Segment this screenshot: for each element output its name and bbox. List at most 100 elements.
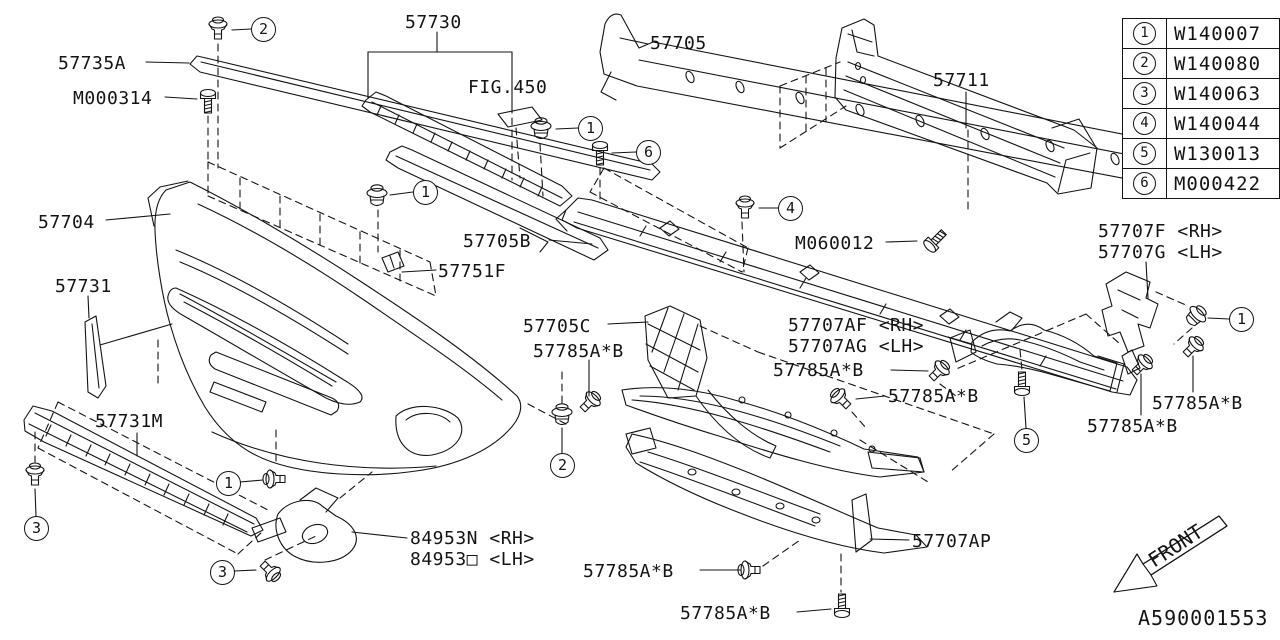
part-label-57731: 57731 bbox=[55, 276, 112, 297]
clip-icon bbox=[255, 556, 286, 587]
part-57707ap-under-cover bbox=[621, 325, 995, 593]
part-84953-fog-cover bbox=[251, 403, 567, 563]
part-57711-beam bbox=[779, 18, 1098, 215]
part-label-line: 57705 bbox=[650, 33, 707, 54]
clip-icon bbox=[208, 16, 228, 40]
legend-num-cell: 3 bbox=[1122, 78, 1167, 109]
legend-row-1: 1 W140007 bbox=[1122, 18, 1280, 49]
part-label-line: 57730 bbox=[405, 12, 462, 33]
callout-1-5: 1 bbox=[1229, 307, 1254, 332]
leader-line bbox=[619, 37, 649, 45]
part-label-line: M060012 bbox=[795, 233, 875, 254]
part-label-line: 57731M bbox=[95, 411, 164, 432]
part-label-line: 57707G <LH> bbox=[1098, 242, 1223, 263]
callout-1-7: 1 bbox=[216, 471, 241, 496]
legend-callout-number: 1 bbox=[1132, 22, 1156, 45]
part-57730-assembly bbox=[361, 31, 609, 273]
part-label-line: 57707AF <RH> bbox=[788, 315, 925, 336]
leader-line bbox=[890, 369, 929, 372]
part-label-57785AB: 57785A*B bbox=[1152, 393, 1243, 414]
part-label-line: 57704 bbox=[38, 212, 95, 233]
leader-and-fastener-layer bbox=[25, 16, 1230, 619]
clip-icon bbox=[262, 469, 286, 489]
screw-icon bbox=[1013, 371, 1031, 397]
screw-icon bbox=[833, 593, 851, 619]
part-label-57785AB: 57785A*B bbox=[773, 360, 864, 381]
leader-line bbox=[1145, 261, 1149, 299]
part-label-57731M: 57731M bbox=[95, 411, 163, 432]
part-label-57711: 57711 bbox=[933, 70, 990, 91]
leader-line bbox=[34, 488, 37, 517]
leader-line bbox=[855, 395, 886, 400]
leader-line bbox=[885, 240, 918, 243]
leader-line bbox=[1023, 396, 1027, 429]
legend-callout-number: 6 bbox=[1132, 172, 1156, 195]
legend-callout-number: 5 bbox=[1132, 142, 1156, 165]
callout-4-4: 4 bbox=[778, 196, 803, 221]
part-label-line: 57785A*B bbox=[583, 561, 674, 582]
front-arrow-label: FRONT bbox=[1144, 519, 1208, 572]
screw-icon bbox=[199, 88, 217, 114]
leader-line bbox=[548, 239, 593, 245]
part-57704-bumper-face bbox=[147, 180, 522, 476]
callout-3-9: 3 bbox=[210, 560, 235, 585]
legend-num-cell: 4 bbox=[1122, 108, 1167, 139]
part-57707af-bracket bbox=[851, 311, 1118, 429]
part-label-line: 57785A*B bbox=[773, 360, 864, 381]
part-label-line: 57705B bbox=[463, 231, 532, 252]
legend-num-cell: 2 bbox=[1122, 48, 1167, 79]
part-57731-cover bbox=[84, 315, 173, 399]
leader-line bbox=[607, 321, 649, 325]
part-label-57785AB: 57785A*B bbox=[1087, 416, 1178, 437]
part-label-line: 57731 bbox=[55, 276, 112, 297]
clip-icon bbox=[25, 462, 45, 486]
part-label-57707AP: 57707AP bbox=[912, 531, 991, 552]
part-label-FIG450: FIG.450 bbox=[468, 77, 547, 98]
clip-icon bbox=[825, 383, 856, 414]
part-label-M000314: M000314 bbox=[73, 88, 152, 109]
leader-line bbox=[389, 191, 414, 196]
legend-callout-number: 2 bbox=[1132, 52, 1156, 75]
part-label-line: 57707F <RH> bbox=[1098, 221, 1223, 242]
part-57705b-support bbox=[555, 167, 1138, 396]
grommet-icon bbox=[366, 184, 388, 207]
grille-construction-lines bbox=[207, 161, 437, 297]
part-label-line: 57785A*B bbox=[1152, 393, 1243, 414]
part-label-line: M000314 bbox=[73, 88, 153, 109]
part-label-line: 57751F bbox=[438, 261, 507, 282]
leader-line bbox=[351, 531, 408, 539]
part-label-line: 57785A*B bbox=[1087, 416, 1178, 437]
part-label-line: 57705C bbox=[523, 316, 592, 337]
part-label-line: 57785A*B bbox=[888, 386, 979, 407]
part-label-line: 57711 bbox=[933, 70, 990, 91]
part-label-57730: 57730 bbox=[405, 12, 462, 33]
leader-line bbox=[87, 295, 90, 319]
leader-line bbox=[611, 151, 637, 154]
callout-6-2: 6 bbox=[636, 140, 661, 165]
part-label-line: 84953N <RH> bbox=[410, 528, 535, 549]
leader-line bbox=[947, 336, 973, 345]
callout-1-3: 1 bbox=[413, 180, 438, 205]
part-label-57705C: 57705C bbox=[523, 316, 591, 337]
legend-part-code: W140007 bbox=[1165, 18, 1280, 49]
legend-callout-number: 4 bbox=[1132, 112, 1156, 135]
part-label-line: 57735A bbox=[58, 53, 127, 74]
legend-part-code: W140044 bbox=[1165, 108, 1280, 139]
leader-line bbox=[233, 569, 257, 572]
part-label-57785AB: 57785A*B bbox=[680, 603, 771, 624]
part-label-57705: 57705 bbox=[650, 33, 707, 54]
part-label-57785AB: 57785A*B bbox=[583, 561, 674, 582]
clip-icon bbox=[924, 355, 955, 386]
leader-line bbox=[1207, 317, 1230, 320]
leader-line bbox=[239, 479, 264, 483]
clip-icon bbox=[737, 560, 761, 580]
part-label-57751F: 57751F bbox=[438, 261, 506, 282]
part-label-57785AB: 57785A*B bbox=[533, 341, 624, 362]
callout-3-8: 3 bbox=[24, 516, 49, 541]
